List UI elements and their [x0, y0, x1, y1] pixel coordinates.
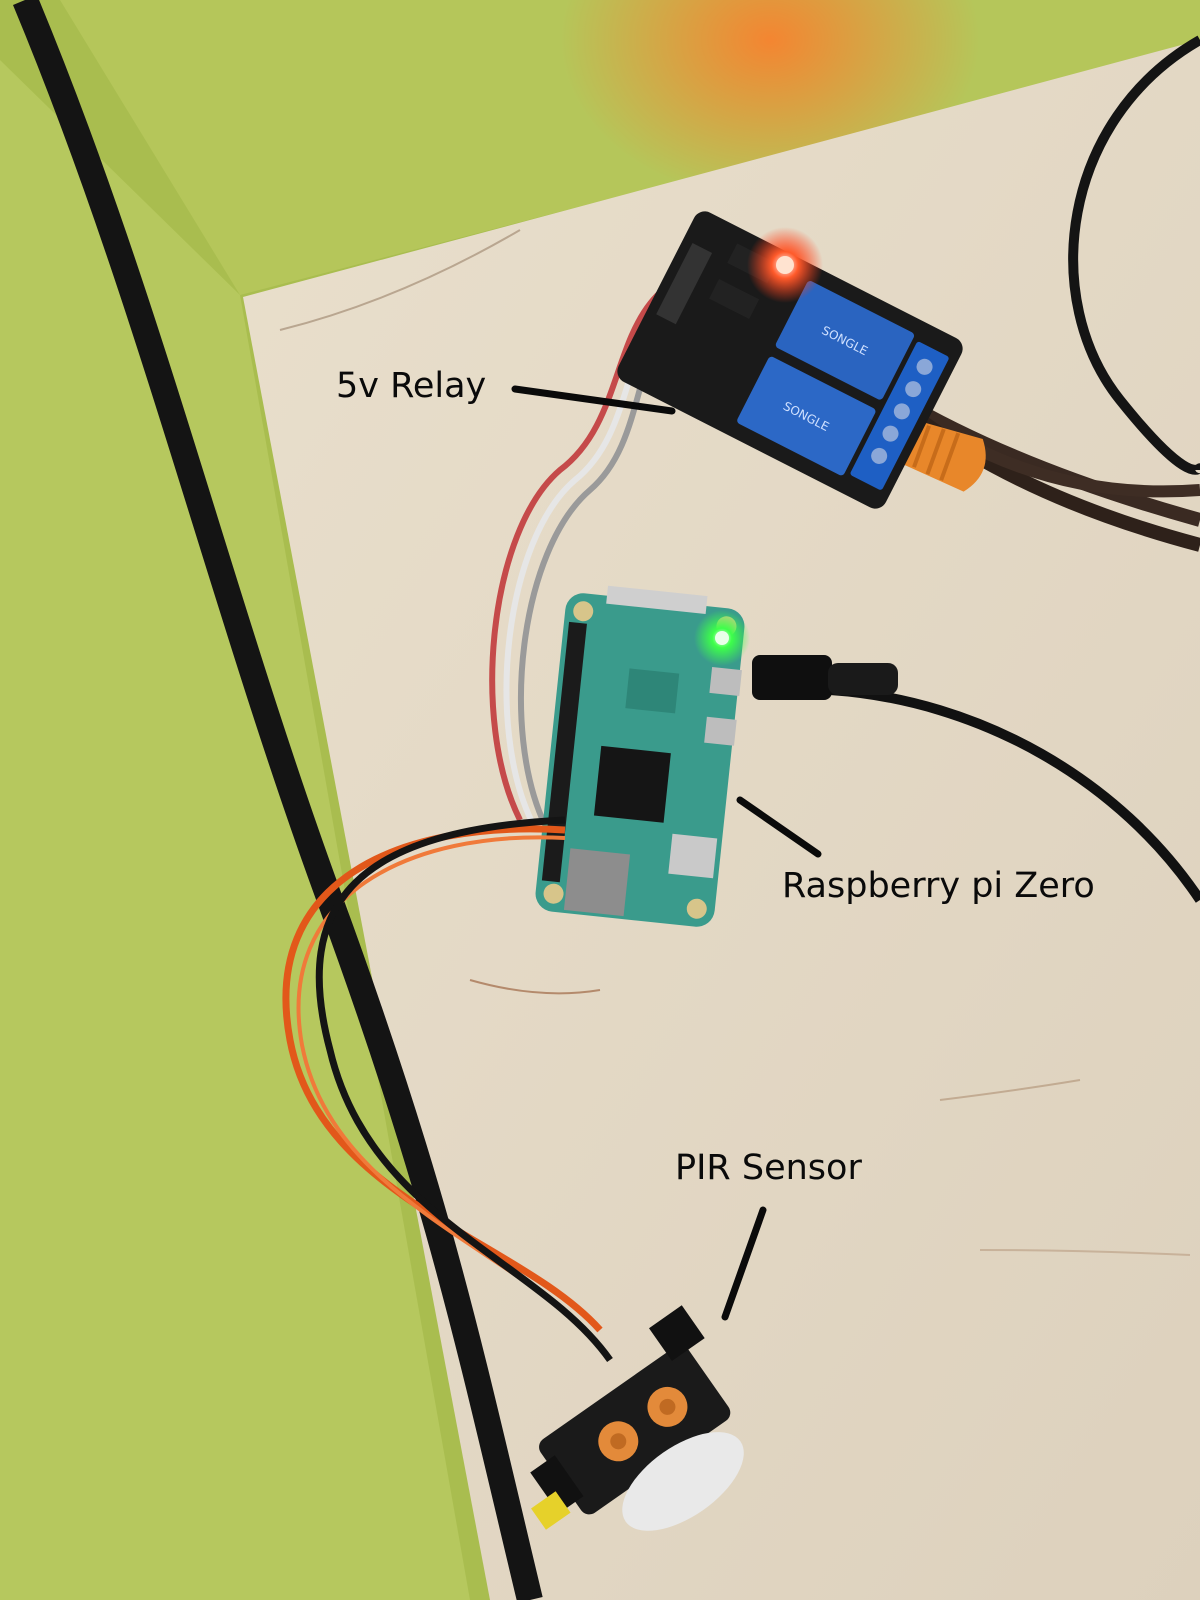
wall-left [0, 60, 470, 1600]
usb-strain-relief [828, 663, 898, 695]
pir-wire-black [315, 816, 613, 1363]
pir-pointer [721, 1206, 767, 1321]
black-cable-left [12, 0, 543, 1600]
pi-pointer [736, 796, 822, 858]
wood-grain-4 [979, 1249, 1191, 1256]
black-cable-right [1068, 35, 1200, 475]
usb-power-cable [829, 685, 1200, 903]
pir-sensor-label: PIR Sensor [675, 1148, 862, 1188]
relay-label: 5v Relay [336, 366, 487, 406]
pi-zero-label: Raspberry pi Zero [782, 866, 1095, 906]
relay-pointer [511, 385, 676, 415]
relay-wire-red [489, 262, 726, 822]
mains-cable-1 [896, 393, 1200, 527]
relay-led [776, 256, 794, 274]
relay-module-icon: SONGLE SONGLE [617, 211, 963, 509]
wood-grain-1 [279, 229, 521, 331]
wood-grain-3 [939, 1079, 1081, 1101]
mains-cable-3 [957, 434, 1200, 498]
wood-grain-2 [469, 979, 601, 995]
pir-sensor-icon [530, 1305, 744, 1531]
pi-led [715, 631, 729, 645]
usb-plug [752, 655, 832, 700]
